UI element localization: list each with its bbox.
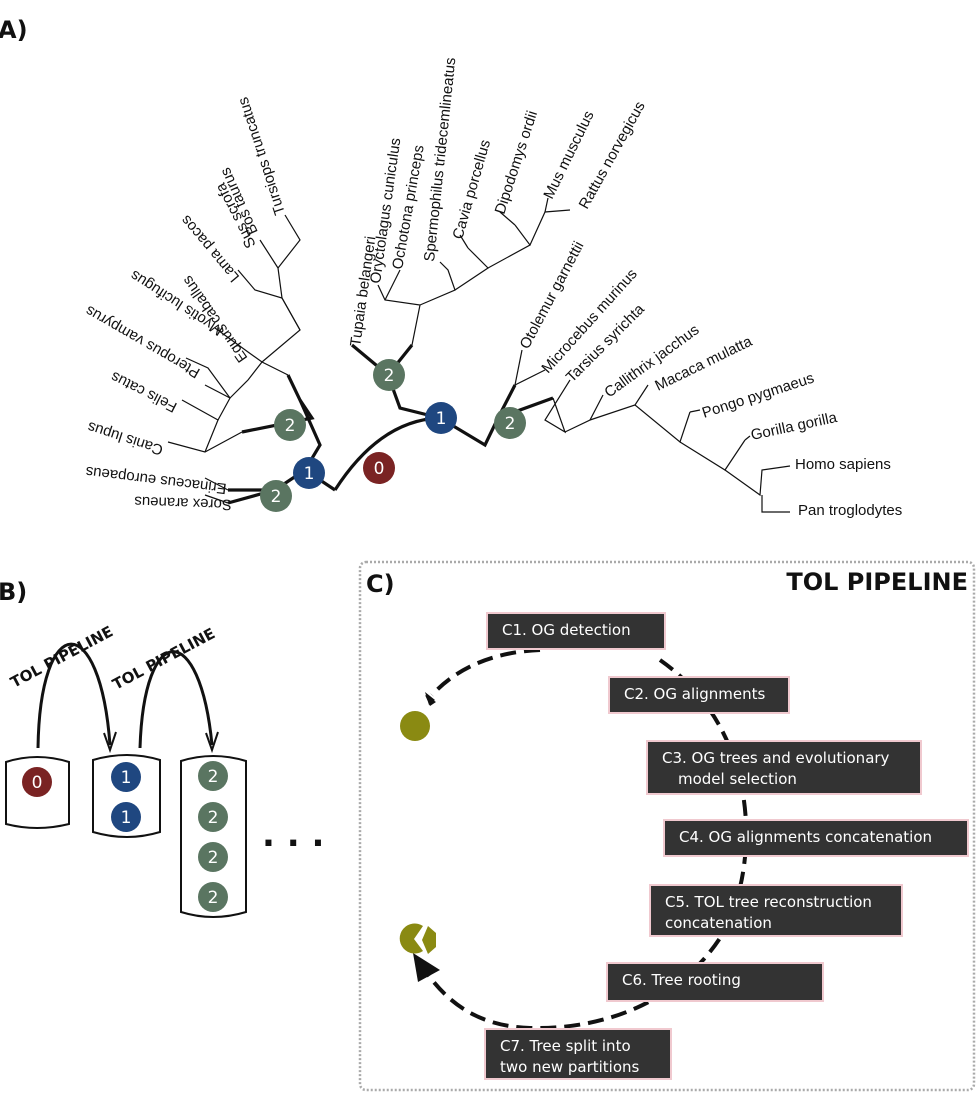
step-c4-concatenation: C4. OG alignments concatenation [663, 819, 969, 857]
svg-text:2: 2 [505, 414, 516, 434]
step-c2-og-alignments: C2. OG alignments [608, 676, 790, 714]
right-species-labels: Otolemur garnettii Microcebus murinus Ta… [517, 239, 903, 519]
svg-text:1: 1 [121, 808, 132, 828]
step-label-line2: two new partitions [500, 1058, 640, 1076]
step-label: C4. OG alignments concatenation [679, 828, 933, 846]
panel-b-label: B) [0, 578, 27, 606]
bin-badge-level1: 1 [111, 762, 141, 792]
svg-text:2: 2 [271, 487, 282, 507]
right-thick-path [439, 384, 517, 448]
svg-text:2: 2 [208, 888, 219, 908]
svg-text:0: 0 [32, 773, 43, 793]
iteration-arc-1 [36, 642, 112, 749]
svg-text:1: 1 [436, 409, 447, 429]
svg-text:2: 2 [208, 767, 219, 787]
bin-badge-level2: 2 [198, 761, 228, 791]
bin-badge-level0: 0 [22, 767, 52, 797]
arrow-head-icon [205, 731, 219, 754]
partition-bin-1 [92, 754, 161, 838]
iteration-arc-2 [138, 650, 214, 749]
svg-text:2: 2 [285, 416, 296, 436]
tree-badge-level2: 2 [260, 480, 292, 512]
left-species-labels: Sorex araneus Erinaceus europaeus Canis … [83, 95, 289, 513]
middle-thick-path [350, 343, 441, 420]
tree-badge-level0: 0 [363, 452, 395, 484]
species-label: Pan troglodytes [798, 502, 902, 519]
panel-a-label: A) [0, 16, 28, 44]
ellipsis: . . . [262, 815, 324, 855]
species-label: Canis lupus [85, 418, 165, 458]
cycle-path-upper [430, 648, 541, 697]
species-label: Felis catus [108, 368, 180, 416]
split-partition-icon [399, 923, 423, 954]
step-label-line2: concatenation [665, 914, 772, 932]
species-label: Sorex araneus [134, 493, 232, 513]
species-label: Cavia porcellus [450, 138, 495, 241]
panel-c-label: C) [366, 570, 395, 598]
pipeline-frame [358, 560, 976, 1092]
tree-badge-level1: 1 [293, 457, 325, 489]
species-label: Gorilla gorilla [749, 409, 839, 444]
svg-text:1: 1 [121, 768, 132, 788]
svg-text:2: 2 [384, 366, 395, 386]
tree-badge-level1: 1 [425, 402, 457, 434]
species-label: Dipodomys ordii [492, 109, 541, 217]
pipeline-title: TOL PIPELINE [786, 568, 968, 596]
step-label: C5. TOL tree reconstruction [665, 893, 872, 911]
svg-text:0: 0 [374, 459, 385, 479]
step-label: C1. OG detection [502, 621, 631, 639]
species-label: Erinaceus europaeus [85, 463, 228, 497]
species-label: Homo sapiens [795, 456, 891, 473]
tree-badge-level2: 2 [494, 407, 526, 439]
step-c1-og-detection: C1. OG detection [486, 612, 666, 650]
svg-text:1: 1 [304, 464, 315, 484]
step-label: C3. OG trees and evolutionary [662, 749, 890, 767]
partition-dot-icon [400, 711, 430, 741]
tree-badge-level2: 2 [373, 359, 405, 391]
arrow-head-icon [103, 731, 117, 754]
bin-badge-level1: 1 [111, 802, 141, 832]
step-label-line2: model selection [678, 770, 797, 788]
bin-badge-level2: 2 [198, 842, 228, 872]
step-label: C6. Tree rooting [622, 971, 741, 989]
tree-level-badges: 0 1 1 2 2 2 2 [260, 359, 526, 512]
phylogenetic-tree [167, 197, 791, 513]
tree-badge-level2: 2 [274, 409, 306, 441]
step-label: C7. Tree split into [500, 1037, 631, 1055]
left-thick-branch [241, 399, 315, 434]
step-c6-tree-rooting: C6. Tree rooting [606, 962, 824, 1002]
species-label: Pongo pygmaeus [700, 370, 816, 422]
split-partition-icon [422, 926, 436, 954]
step-c7-tree-split: C7. Tree split into two new partitions [484, 1028, 672, 1080]
bin-badge-level2: 2 [198, 882, 228, 912]
step-c5-tol-reconstruction: C5. TOL tree reconstruction concatenatio… [649, 884, 903, 937]
step-label: C2. OG alignments [624, 685, 766, 703]
svg-text:2: 2 [208, 808, 219, 828]
partition-bin-2 [180, 755, 247, 918]
bin-badge-level2: 2 [198, 802, 228, 832]
svg-text:2: 2 [208, 848, 219, 868]
arc-label-2: TOL PIPELINE [109, 624, 218, 693]
bin-badges: 0 1 1 2 2 2 2 [22, 761, 228, 912]
step-c3-og-trees: C3. OG trees and evolutionary model sele… [646, 740, 922, 795]
arrow-head-icon [413, 953, 440, 982]
